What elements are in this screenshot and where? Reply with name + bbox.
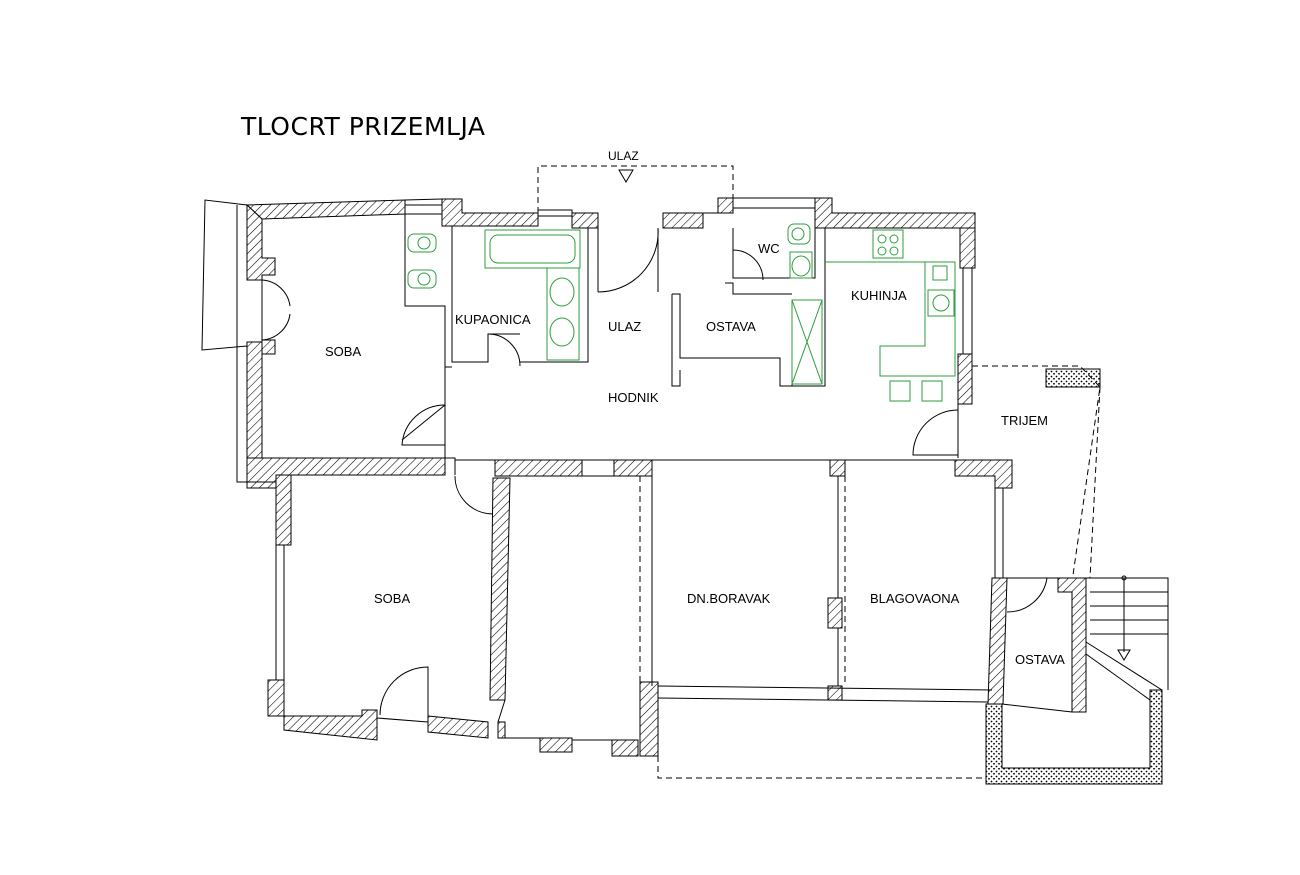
entrance-label: ULAZ [608, 319, 641, 334]
fixtures [407, 223, 956, 402]
doors [261, 227, 1048, 718]
porch-label: TRIJEM [1001, 413, 1048, 428]
walls [245, 197, 1087, 757]
storage-1-label: OSTAVA [706, 319, 756, 334]
plan-title: TLOCRT PRIZEMLJA [240, 112, 486, 141]
windows [275, 197, 1004, 681]
storage-2-label: OSTAVA [1015, 652, 1065, 667]
toilet-label: WC [758, 241, 780, 256]
room-1-label: SOBA [325, 344, 361, 359]
living-room-label: DN.BORAVAK [687, 591, 771, 606]
entrance-outside-label: ULAZ [608, 149, 639, 163]
dining-room-label: BLAGOVAONA [870, 591, 960, 606]
dashed-outlines [639, 365, 1101, 779]
room-labels: ULAZ WC KUHINJA KUPAONICA ULAZ OSTAVA SO… [325, 149, 1065, 667]
entrance-arrow-icon [618, 169, 634, 183]
brick-walls [985, 368, 1163, 785]
entrance-canopy [537, 165, 734, 213]
room-2-label: SOBA [374, 591, 410, 606]
kitchen-label: KUHINJA [851, 288, 907, 303]
hallway-label: HODNIK [608, 390, 659, 405]
stairs [1090, 575, 1168, 652]
bathroom-label: KUPAONICA [455, 312, 531, 327]
stair-arrow-icon [1117, 649, 1131, 661]
